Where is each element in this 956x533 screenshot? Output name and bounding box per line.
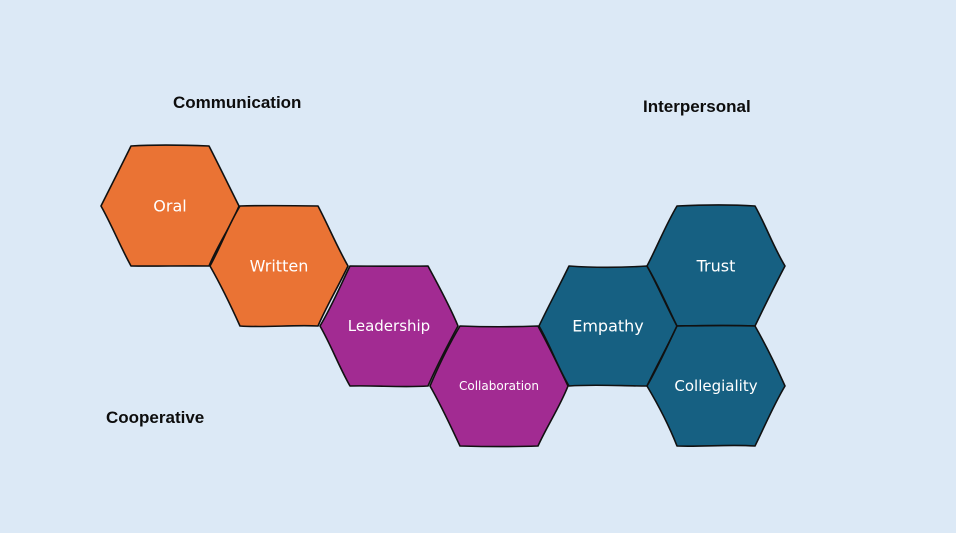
hexagon-label-empathy: Empathy bbox=[572, 317, 644, 336]
group-label-interpersonal: Interpersonal bbox=[643, 97, 751, 116]
hexagon-label-written: Written bbox=[250, 257, 309, 276]
hexagon-label-collaboration: Collaboration bbox=[459, 379, 539, 393]
group-label-communication: Communication bbox=[173, 93, 302, 112]
hexagon-label-trust: Trust bbox=[696, 257, 736, 276]
hexagon-oral: Oral bbox=[100, 144, 240, 267]
hexagon-shape-written bbox=[209, 204, 349, 328]
hexagon-leadership: Leadership bbox=[319, 265, 459, 388]
hexagon-empathy: Empathy bbox=[538, 265, 678, 387]
hexagon-collegiality: Collegiality bbox=[646, 324, 786, 447]
hexagon-shape-collegiality bbox=[646, 324, 786, 447]
group-label-cooperative: Cooperative bbox=[106, 408, 205, 427]
hexagon-collaboration: Collaboration bbox=[429, 325, 569, 448]
hexagon-trust: Trust bbox=[646, 204, 786, 327]
hexagon-shape-oral bbox=[100, 144, 240, 267]
hexagon-label-leadership: Leadership bbox=[348, 317, 430, 335]
hexagon-label-collegiality: Collegiality bbox=[674, 377, 757, 395]
hexagon-shape-leadership bbox=[319, 265, 459, 388]
hexagon-written: Written bbox=[209, 204, 349, 328]
hexagon-label-oral: Oral bbox=[153, 197, 186, 216]
hexagon-shape-collaboration bbox=[429, 325, 569, 448]
